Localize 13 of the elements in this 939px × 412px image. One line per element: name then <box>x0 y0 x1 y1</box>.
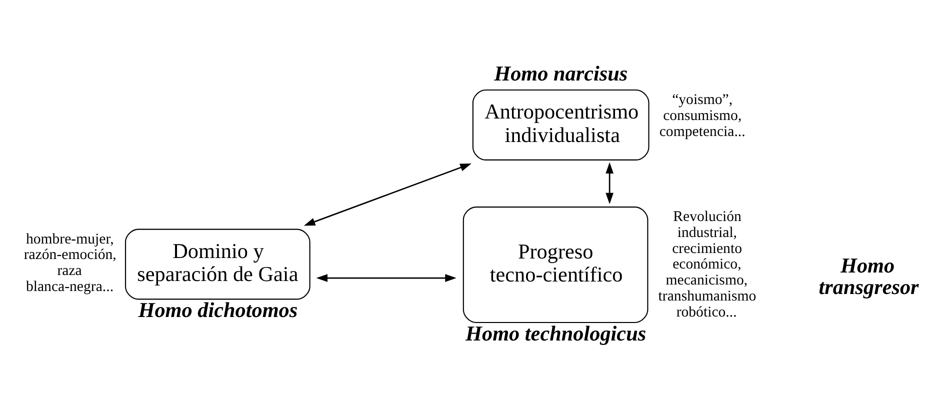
node-box: Dominio y separación de Gaia <box>124 228 310 300</box>
node-label: Homo technologicus <box>466 322 646 346</box>
node-label: Homo dichotomos <box>138 298 298 322</box>
arrow <box>606 162 614 204</box>
arrow <box>316 274 456 282</box>
node-box: Progreso tecno-científico <box>462 206 648 324</box>
node-label: hombre-mujer, razón-emoción, raza blanca-negra... <box>24 231 116 295</box>
node-label: Revolución industrial, crecimiento económico, mecanicismo, transhumanismo robótico... <box>658 209 756 320</box>
label: Homo transgresor <box>818 254 919 299</box>
node-label: “yoismo”, consumismo, competencia... <box>659 92 746 140</box>
arrow <box>304 164 472 226</box>
node-box: Antropocentrismo individualista <box>472 89 650 160</box>
node-label: Homo narcisus <box>494 61 628 86</box>
